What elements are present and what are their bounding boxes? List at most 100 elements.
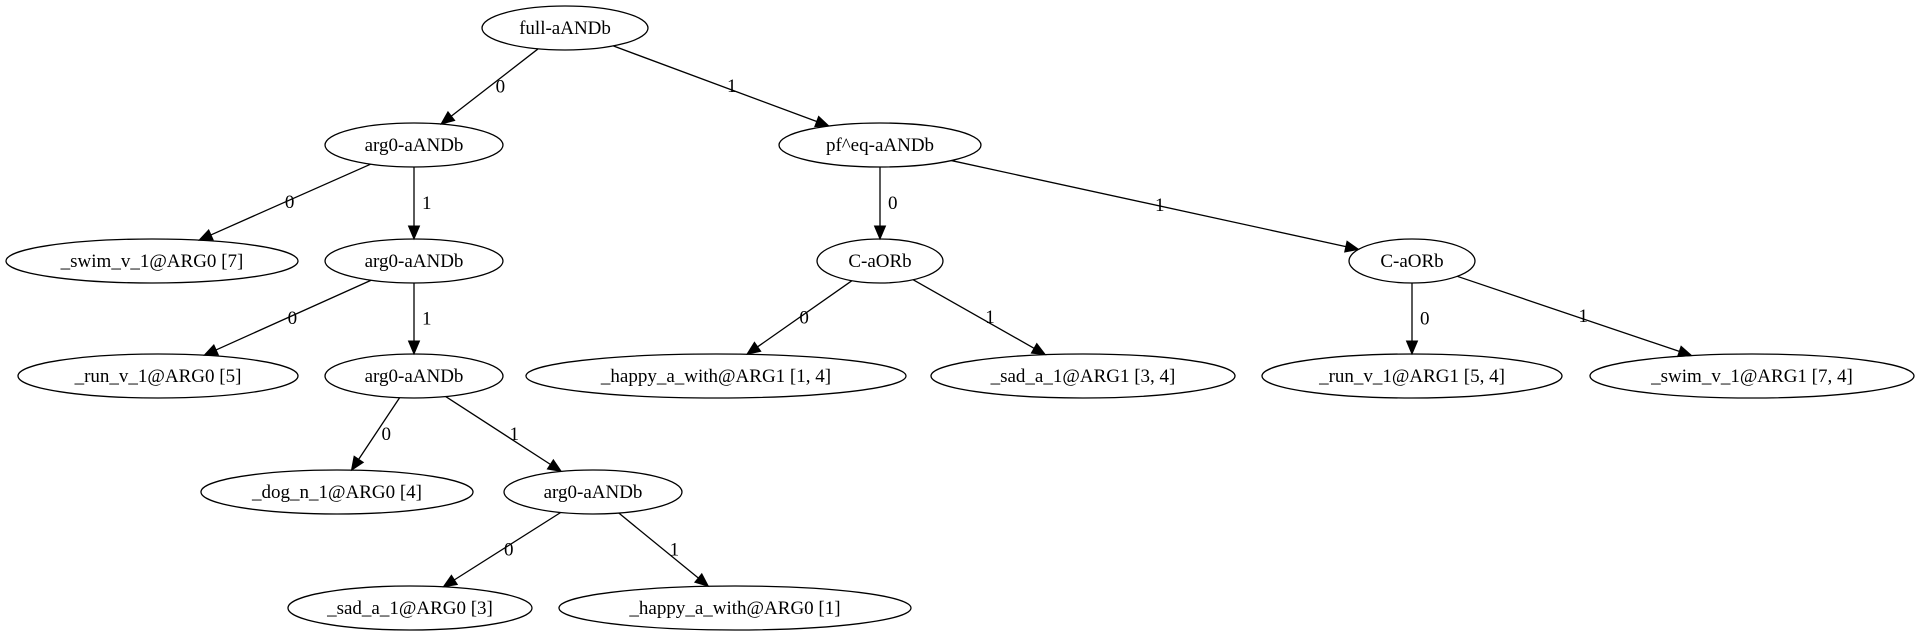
arrowhead-icon	[546, 458, 563, 473]
node-n8: arg0-aANDb	[324, 353, 504, 399]
node-ellipse	[816, 238, 944, 284]
edge-line	[210, 163, 371, 236]
edge-n5-n9: 0	[745, 280, 853, 356]
edge-n6-n12: 1	[1457, 275, 1693, 358]
edge-label: 1	[1578, 306, 1588, 327]
edge-label: 1	[510, 424, 520, 445]
edge-label: 0	[288, 308, 298, 329]
node-ellipse	[481, 5, 649, 51]
arrowhead-icon	[442, 574, 459, 588]
edge-n1-n3: 0	[197, 163, 371, 241]
node-label: _swim_v_1@ARG1 [7, 4]	[1650, 366, 1853, 387]
edge-line	[358, 397, 401, 460]
node-ellipse	[324, 122, 504, 168]
node-ellipse	[503, 469, 683, 515]
arrowhead-icon	[1405, 340, 1419, 356]
node-n16: _happy_a_with@ARG0 [1]	[558, 585, 912, 631]
node-label: full-aANDb	[519, 18, 611, 39]
node-ellipse	[324, 238, 504, 284]
edge-n14-n16: 1	[618, 512, 710, 588]
edge-label: 1	[727, 76, 737, 97]
edge-n8-n14: 1	[445, 396, 563, 473]
node-ellipse	[17, 353, 299, 399]
edge-line	[215, 279, 372, 351]
node-ellipse	[5, 238, 299, 284]
arrowhead-icon	[440, 110, 456, 125]
node-label: C-aORb	[1380, 251, 1443, 272]
edge-line	[454, 511, 562, 581]
arrowhead-icon	[1344, 240, 1360, 253]
node-label: arg0-aANDb	[544, 482, 643, 503]
node-ellipse	[558, 585, 912, 631]
node-ellipse	[1348, 238, 1476, 284]
edge-label: 1	[422, 193, 432, 214]
node-n6: C-aORb	[1348, 238, 1476, 284]
node-n3: _swim_v_1@ARG0 [7]	[5, 238, 299, 284]
edge-label: 0	[504, 540, 514, 561]
node-n12: _swim_v_1@ARG1 [7, 4]	[1589, 353, 1915, 399]
edge-n8-n13: 0	[350, 397, 401, 472]
node-ellipse	[1261, 353, 1563, 399]
arrowhead-icon	[203, 343, 220, 356]
edge-n5-n10: 1	[912, 279, 1047, 356]
nodes-layer: full-aANDb arg0-aANDb pf^eq-aANDb _swim_v_1…	[5, 5, 1915, 631]
node-n13: _dog_n_1@ARG0 [4]	[200, 469, 474, 515]
edge-n6-n11: 0	[1405, 283, 1430, 356]
node-ellipse	[324, 353, 504, 399]
arrowhead-icon	[407, 225, 421, 241]
edge-label: 1	[985, 307, 995, 328]
node-n10: _sad_a_1@ARG1 [3, 4]	[930, 353, 1236, 399]
edge-line	[1457, 275, 1680, 353]
node-ellipse	[525, 353, 907, 399]
node-label: _swim_v_1@ARG0 [7]	[60, 251, 244, 272]
node-ellipse	[930, 353, 1236, 399]
edge-n1-n4: 1	[407, 167, 432, 241]
node-n9: _happy_a_with@ARG1 [1, 4]	[525, 353, 907, 399]
arrowhead-icon	[1030, 342, 1047, 356]
edge-n0-n2: 1	[612, 45, 831, 128]
node-n11: _run_v_1@ARG1 [5, 4]	[1261, 353, 1563, 399]
edge-line	[618, 512, 699, 579]
node-n5: C-aORb	[816, 238, 944, 284]
edge-label: 1	[422, 309, 432, 330]
edge-n2-n6: 1	[951, 159, 1360, 253]
arrowhead-icon	[814, 115, 831, 128]
arrowhead-icon	[350, 455, 365, 472]
edge-label: 0	[799, 307, 809, 328]
node-n7: _run_v_1@ARG0 [5]	[17, 353, 299, 399]
edges-layer: 0 1 0 1 0 1 0 1 0 1 0 1 0 1 0 1	[197, 45, 1693, 588]
edge-line	[951, 159, 1346, 248]
node-ellipse	[200, 469, 474, 515]
arrowhead-icon	[197, 228, 214, 241]
node-n14: arg0-aANDb	[503, 469, 683, 515]
arrowhead-icon	[745, 341, 762, 356]
node-ellipse	[287, 585, 533, 631]
edge-n0-n1: 0	[440, 48, 539, 125]
node-label: _happy_a_with@ARG1 [1, 4]	[600, 366, 831, 387]
arrowhead-icon	[873, 225, 887, 241]
edge-label: 1	[670, 540, 680, 561]
edge-label: 0	[382, 424, 392, 445]
edge-label: 0	[1420, 309, 1430, 330]
node-n0: full-aANDb	[481, 5, 649, 51]
node-n1: arg0-aANDb	[324, 122, 504, 168]
node-label: _dog_n_1@ARG0 [4]	[251, 482, 422, 503]
node-label: _happy_a_with@ARG0 [1]	[628, 598, 840, 619]
node-label: arg0-aANDb	[365, 251, 464, 272]
node-n4: arg0-aANDb	[324, 238, 504, 284]
node-label: arg0-aANDb	[365, 366, 464, 387]
node-label: arg0-aANDb	[365, 135, 464, 156]
edge-line	[445, 396, 551, 465]
arrowhead-icon	[407, 340, 421, 356]
edge-line	[912, 279, 1035, 349]
node-label: _sad_a_1@ARG1 [3, 4]	[990, 366, 1176, 387]
node-n2: pf^eq-aANDb	[778, 122, 982, 168]
node-label: _sad_a_1@ARG0 [3]	[326, 598, 493, 619]
edge-label: 1	[1155, 195, 1165, 216]
edge-n4-n8: 1	[407, 283, 432, 356]
edge-label: 0	[496, 76, 506, 97]
edge-line	[450, 48, 539, 117]
edge-n2-n5: 0	[873, 167, 898, 241]
node-label: C-aORb	[848, 251, 911, 272]
